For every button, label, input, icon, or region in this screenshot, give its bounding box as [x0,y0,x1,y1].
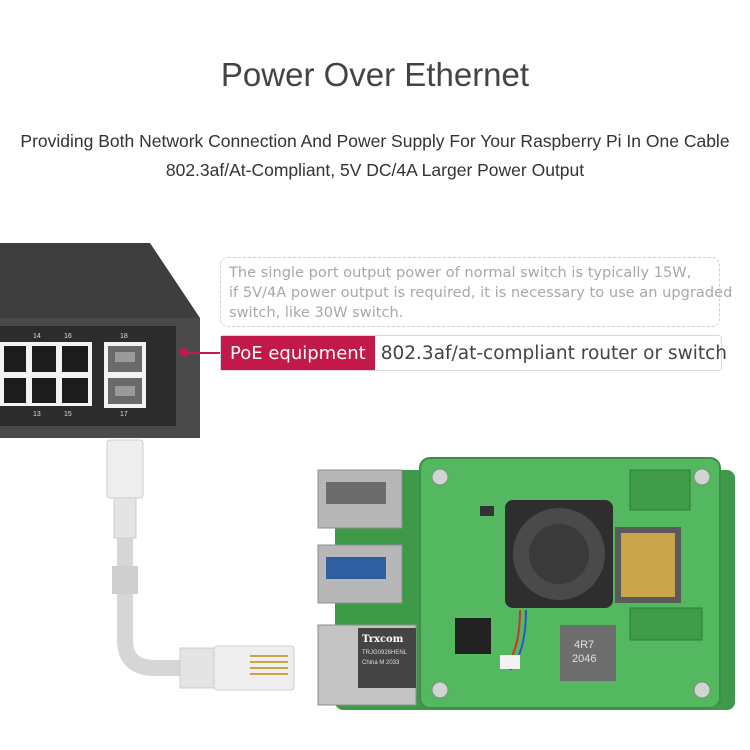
ethernet-port [4,346,26,372]
mounting-hole [431,468,449,486]
jack-brand: Trxcom [362,634,404,645]
network-switch: 14 16 18 13 15 17 [0,243,200,438]
switch-power-note: The single port output power of normal s… [220,257,733,327]
subtitle-line-2: 802.3af/At-Compliant, 5V DC/4A Larger Po… [165,160,585,180]
jack-model: TRJG0926HENL [362,650,408,656]
ethernet-port [32,378,56,403]
terminal-block [629,607,703,641]
inductor-code-2: 2046 [572,653,596,665]
callout-line [182,352,222,354]
ethernet-port [32,346,56,372]
fan-connector [500,655,520,669]
ethernet-cable [106,439,295,691]
note-line-2: if 5V/4A power output is required, it is… [229,284,733,301]
port-label: 14 [33,333,41,340]
ethernet-port [62,378,88,403]
port-label: 15 [64,411,72,418]
poe-equipment-label: PoE equipment [221,336,375,370]
port-label: 13 [33,411,41,418]
inductor [560,625,616,681]
ic-chip [455,618,491,654]
ethernet-port [4,378,26,403]
port-label: 18 [120,333,128,340]
terminal-block [629,469,691,511]
poe-hat: 4R7 2046 [419,457,721,709]
transformer [615,527,681,603]
switch-top [0,243,200,318]
note-line-3: switch, like 30W switch. [229,304,404,321]
jack-label [358,628,416,688]
mounting-hole [431,681,449,699]
jack-origin: China M 2033 [362,660,400,666]
subtitle-line-1: Providing Both Network Connection And Po… [20,131,730,151]
ethernet-port [62,346,88,372]
ic-chip [480,506,494,516]
page-title: Power Over Ethernet [220,56,530,93]
poe-equipment-callout: PoE equipment 802.3af/at-compliant route… [220,335,727,371]
cable-boot [113,497,137,539]
port-label: 17 [120,411,128,418]
port-label: 16 [64,333,72,340]
mounting-hole [693,681,711,699]
inductor-code: 4R7 [574,639,594,651]
rj45-plug-top [106,439,144,499]
cable-ribs [112,566,138,594]
poe-equipment-description: 802.3af/at-compliant router or switch [380,342,728,364]
note-line-1: The single port output power of normal s… [229,264,692,281]
mounting-hole [693,468,711,486]
cable-boot-2 [179,647,215,689]
